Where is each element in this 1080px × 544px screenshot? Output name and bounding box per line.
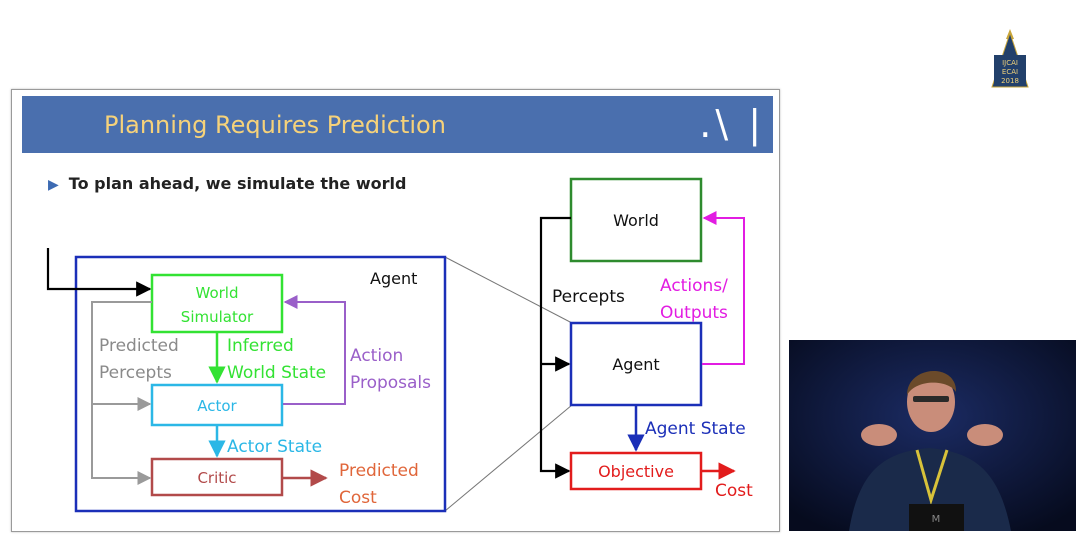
actions-outputs-label-line1: Actions/	[660, 276, 728, 296]
zoom-line-bottom	[444, 404, 573, 512]
ijcai-ecai-logo: IJCAI ECAI 2018	[991, 29, 1029, 88]
world-simulator-label-line1: World	[196, 284, 239, 302]
inferred-world-state-label-line1: Inferred	[227, 336, 294, 356]
bullet-text: To plan ahead, we simulate the world	[68, 174, 407, 193]
bullet-item: ▶ To plan ahead, we simulate the world	[48, 174, 406, 193]
agent-state-label: Agent State	[645, 419, 746, 439]
actor-label: Actor	[197, 397, 237, 415]
badge-line3: 2018	[1001, 77, 1019, 85]
slide: Planning Requires Prediction .\ | ▶ To pl…	[11, 89, 780, 532]
input-arrow	[46, 248, 152, 297]
slide-logo: .\ |	[699, 102, 765, 146]
podium-text: M	[932, 514, 941, 525]
predicted-percepts-label-line1: Predicted	[99, 336, 179, 356]
world-box	[569, 177, 703, 263]
slide-title: Planning Requires Prediction	[104, 111, 446, 139]
action-proposals-label-line2: Proposals	[350, 373, 431, 393]
predicted-percepts-arrow-critic	[91, 301, 152, 485]
world-simulator-box	[150, 273, 284, 334]
badge-line1: IJCAI	[1002, 59, 1018, 67]
slide-title-bar: Planning Requires Prediction .\ |	[22, 96, 773, 153]
actions-outputs-label-line2: Outputs	[660, 303, 728, 323]
agent-box	[569, 321, 703, 407]
speaker-video: M	[789, 340, 1076, 531]
percepts-arrow-objective	[539, 216, 571, 479]
actor-state-label: Actor State	[227, 437, 322, 457]
action-proposals-label-line1: Action	[350, 346, 403, 366]
zoom-line-top	[444, 256, 573, 324]
predicted-cost-label-line1: Predicted	[339, 461, 419, 481]
predicted-cost-label-line2: Cost	[339, 488, 377, 508]
agent-container-box	[74, 255, 447, 513]
predicted-percepts-label-line2: Percepts	[99, 363, 172, 383]
agent-label: Agent	[612, 355, 659, 374]
triangle-bullet-icon: ▶	[48, 177, 59, 193]
critic-label: Critic	[197, 469, 236, 487]
agent-container-label: Agent	[370, 269, 417, 288]
cost-label: Cost	[715, 481, 753, 501]
speaker-image: M	[789, 340, 1076, 531]
percepts-label: Percepts	[552, 287, 625, 307]
action-proposals-arrow	[283, 295, 346, 405]
critic-box	[150, 457, 284, 497]
actions-outputs-arrow	[702, 211, 745, 365]
actor-box	[150, 383, 284, 427]
world-label: World	[613, 211, 659, 230]
inferred-world-state-label-line2: World State	[227, 363, 326, 383]
world-simulator-label-line2: Simulator	[181, 308, 254, 326]
badge-line2: ECAI	[1002, 68, 1018, 76]
objective-box	[569, 451, 703, 491]
objective-label: Objective	[598, 462, 674, 481]
